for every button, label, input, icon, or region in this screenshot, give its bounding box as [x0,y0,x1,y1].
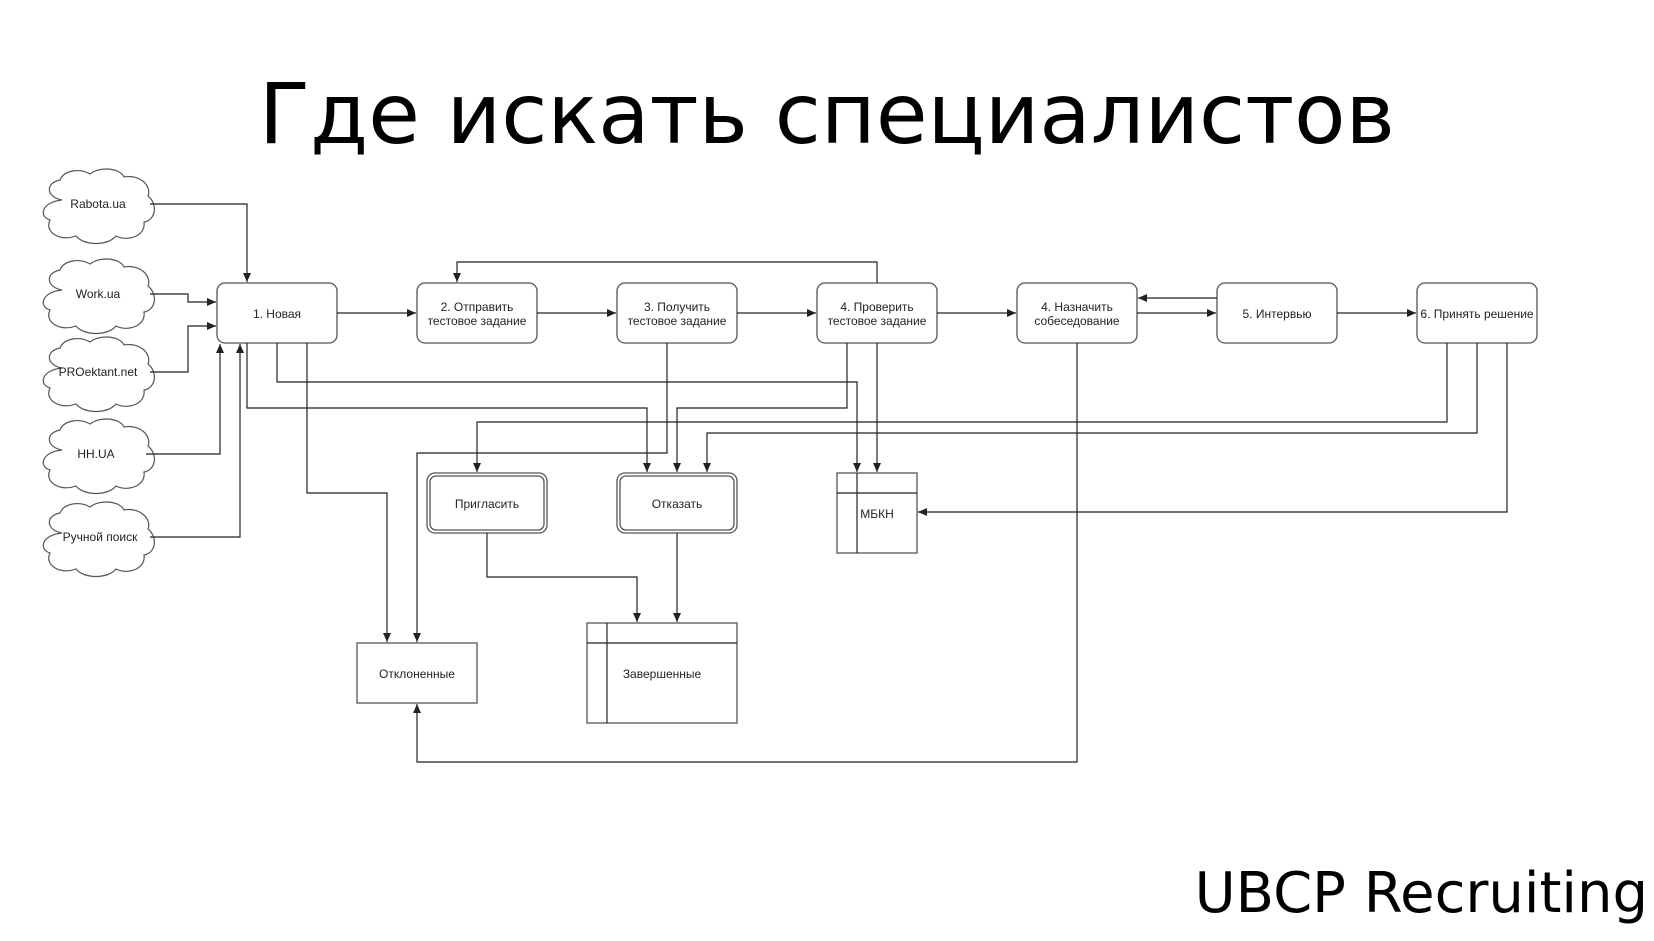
action-invite: Пригласить [426,472,548,534]
stage-decision: 6. Принять решение [1416,282,1538,344]
stage-label-line1: 2. Отправить [441,300,514,314]
action-reject: Отказать [616,472,738,534]
cloud-shape [42,168,155,245]
source-hh-ua: HH.UA [42,418,155,495]
edge-receive-to-rejected [417,343,668,642]
edge-invite-to-completed [486,533,641,622]
stage-label-line2: тестовое задание [628,314,727,328]
edge-proektant-to-new [150,322,216,373]
store-label: Отклоненные [379,667,455,681]
cloud-shape [42,501,155,578]
store-box [836,472,918,554]
edge-check-to-send-loop [453,261,878,283]
action-box-inner [429,475,545,531]
edge-new-to-mbkn [276,343,861,472]
source-work-ua: Work.ua [42,258,155,335]
stage-label-line1: 3. Получить [644,300,710,314]
action-box-inner [619,475,735,531]
cloud-shape [42,336,155,413]
store-box [356,642,478,704]
edge-manual-to-new [150,344,244,538]
edge-rabota-to-new [150,203,251,282]
edge-decision-to-mbkn [918,343,1508,516]
stage-label-line1: 4. Назначить [1041,300,1113,314]
edge-schedule-to-rejected [413,343,1078,763]
store-rejected: Отклоненные [356,642,478,704]
stage-label: 6. Принять решение [1420,307,1534,321]
action-label: Пригласить [455,497,519,511]
stage-send-test: 2. Отправить тестовое задание [416,282,538,344]
edges [146,203,1508,763]
store-mbkn: МБКН [836,472,918,554]
store-label: Завершенные [623,667,702,681]
store-completed: Завершенные [586,622,738,724]
stage-label-line2: тестовое задание [428,314,527,328]
brand-label: UBCP Recruiting [1194,861,1648,926]
source-label: PROektant.net [59,365,138,379]
source-label: Rabota.ua [70,197,126,211]
page-title: Где искать специалистов [258,65,1396,163]
source-proektant-net: PROektant.net [42,336,155,413]
source-label: Work.ua [76,287,121,301]
edge-hh-to-new [146,344,224,455]
source-manual-search: Ручной поиск [42,501,155,578]
edge-work-to-new [150,293,216,306]
stage-label-line2: собеседование [1034,314,1120,328]
edge-decision-to-reject [703,343,1478,472]
store-label: МБКН [860,507,894,521]
stage-new: 1. Новая [216,282,338,344]
action-label: Отказать [652,497,703,511]
stage-label: 5. Интервью [1243,307,1312,321]
stage-check-test: 4. Проверить тестовое задание [816,282,938,344]
source-label: Ручной поиск [63,530,138,544]
source-label: HH.UA [77,447,114,461]
stage-interview: 5. Интервью [1216,282,1338,344]
stage-schedule-interview: 4. Назначить собеседование [1016,282,1138,344]
edge-new-to-rejected [306,343,391,642]
edge-check-to-reject [673,343,848,472]
stage-label: 1. Новая [253,307,301,321]
edge-new-to-reject [246,343,651,472]
stage-receive-test: 3. Получить тестовое задание [616,282,738,344]
stage-label-line1: 4. Проверить [840,300,913,314]
store-box [586,622,738,724]
edge-decision-to-invite [473,343,1448,472]
source-rabota-ua: Rabota.ua [42,168,155,245]
cloud-shape [42,418,155,495]
cloud-shape [42,258,155,335]
stage-label-line2: тестовое задание [828,314,927,328]
